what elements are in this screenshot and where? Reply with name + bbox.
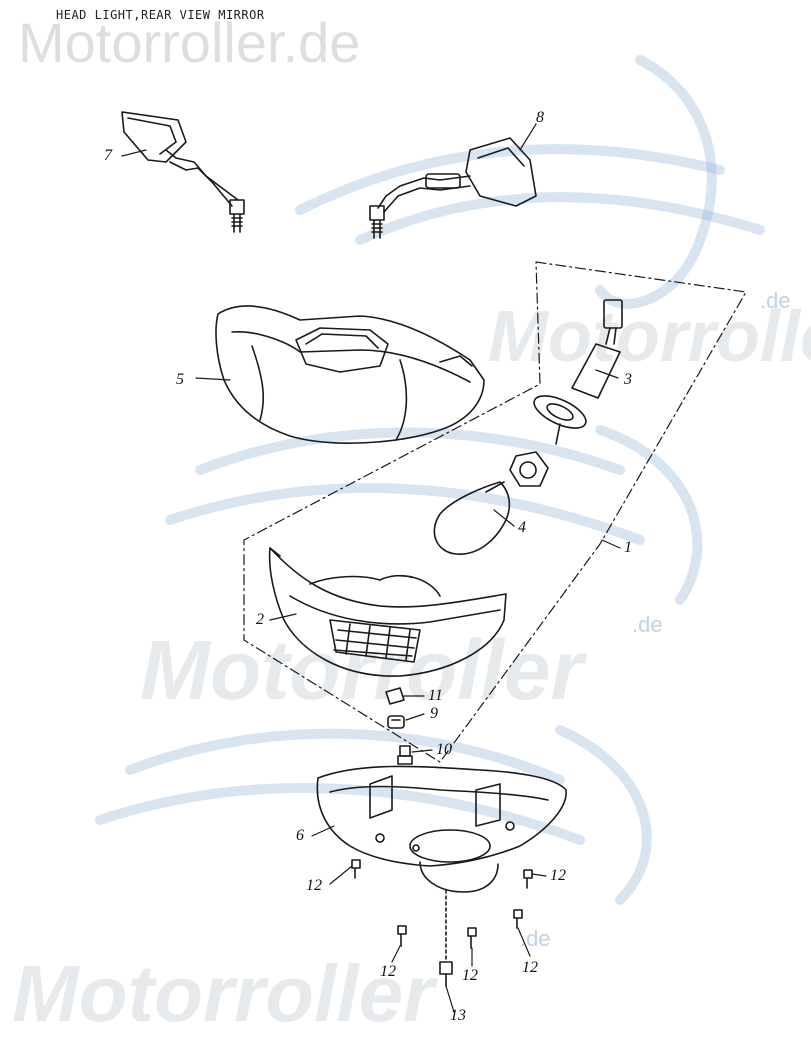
watermark-de-3: .de: [520, 926, 551, 951]
callout-13: 13: [450, 1007, 466, 1024]
bulb-socket-cable: [533, 299, 623, 445]
callout-12-b: 12: [550, 867, 566, 884]
callout-2: 2: [256, 611, 264, 628]
small-fasteners: [385, 687, 413, 765]
callout-12-a: 12: [306, 877, 322, 894]
callout-12-c: 12: [522, 959, 538, 976]
watermark-top: Motorroller.de: [18, 11, 361, 74]
callout-4: 4: [518, 519, 526, 536]
watermark-middle-2: Motorroller: [140, 623, 584, 717]
left-mirror: [121, 111, 245, 233]
callout-1: 1: [624, 539, 632, 556]
assembly-boundary: [243, 261, 747, 763]
page-title: HEAD LIGHT,REAR VIEW MIRROR: [56, 8, 265, 22]
leader-lines: [121, 123, 621, 1013]
right-mirror: [369, 137, 537, 239]
watermark-bottom: Motorroller: [12, 949, 435, 1038]
callout-9: 9: [430, 705, 438, 722]
callout-8: 8: [536, 109, 544, 126]
callout-3: 3: [623, 371, 632, 388]
watermark-middle-1: Motorroller: [488, 297, 811, 377]
bulb: [433, 451, 549, 555]
headlight-lens: [268, 547, 507, 677]
watermark-de-1: .de: [760, 288, 791, 313]
callout-7: 7: [104, 147, 113, 164]
headlight-housing: [316, 765, 567, 893]
callout-12-d: 12: [380, 963, 396, 980]
screws: [351, 859, 533, 987]
callout-10: 10: [436, 741, 452, 758]
callout-6: 6: [296, 827, 304, 844]
headlight-upper-cover: [215, 305, 485, 444]
callout-11: 11: [428, 687, 443, 704]
callout-5: 5: [176, 371, 184, 388]
callout-12-e: 12: [462, 967, 478, 984]
watermark-de-2: .de: [632, 612, 663, 637]
